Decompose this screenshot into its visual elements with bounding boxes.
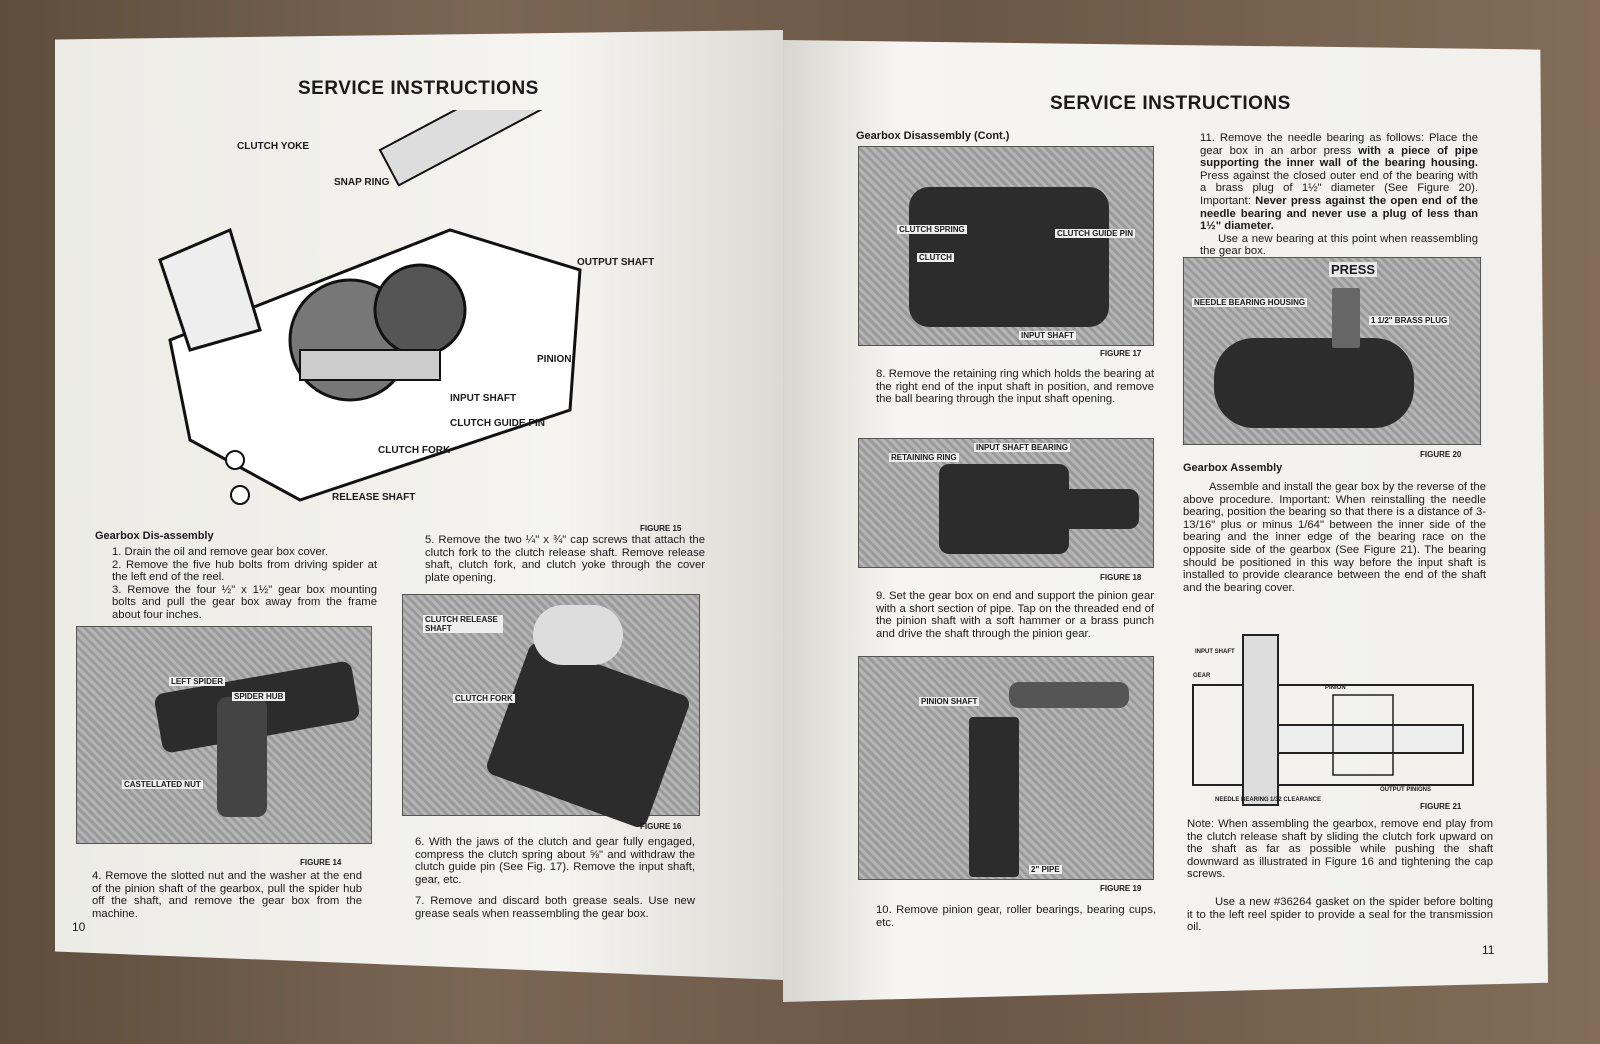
figure-15-caption: FIGURE 15 — [640, 524, 682, 533]
label-output-pinions: OUTPUT PINIONS — [1380, 787, 1432, 793]
section-heading-cont: Gearbox Disassembly (Cont.) — [856, 130, 1010, 142]
step-11: 11. Remove the needle bearing as follows… — [1200, 132, 1478, 258]
label-pinion: PINION — [537, 354, 572, 365]
label-clutch-guide-pin: CLUTCH GUIDE PIN — [450, 418, 545, 429]
steps-1-3: 1. Drain the oil and remove gear box cov… — [112, 546, 377, 622]
label-retaining-ring: RETAINING RING — [889, 453, 959, 462]
label-input-shaft: INPUT SHAFT — [1019, 331, 1076, 340]
label-gear: GEAR — [1193, 673, 1211, 679]
assembly-paragraph: Assemble and install the gear box by the… — [1183, 481, 1486, 594]
figure-18-caption: FIGURE 18 — [1100, 573, 1142, 582]
label-clutch-release-shaft: CLUTCH RELEASE SHAFT — [423, 615, 503, 633]
label-clearance: 1/32 CLEARANCE — [1270, 797, 1322, 803]
figure-20-photo: PRESS NEEDLE BEARING HOUSING 1 1/2" BRAS… — [1183, 257, 1481, 445]
section-heading: Gearbox Dis-assembly — [95, 530, 214, 542]
figure-17-caption: FIGURE 17 — [1100, 349, 1142, 358]
page-number-right: 11 — [1482, 943, 1495, 957]
gearbox-cutaway-illustration — [158, 0, 692, 505]
page-title: SERVICE INSTRUCTIONS — [298, 78, 539, 99]
step-5: 5. Remove the two ¼" x ¾" cap screws tha… — [425, 534, 705, 584]
figure-14-photo: LEFT SPIDER SPIDER HUB CASTELLATED NUT — [76, 626, 372, 844]
figure-16-caption: FIGURE 16 — [640, 822, 682, 831]
figure-15-gearbox-diagram — [150, 0, 710, 520]
step-8: 8. Remove the retaining ring which holds… — [876, 368, 1154, 406]
step-11-text-2: Press against the closed outer end of th… — [1200, 169, 1478, 207]
label-pinion-shaft: PINION SHAFT — [919, 697, 980, 706]
label-clutch-fork: CLUTCH FORK — [453, 694, 515, 703]
page-number: 10 — [72, 920, 86, 934]
figure-16-photo: CLUTCH RELEASE SHAFT CLUTCH FORK — [402, 594, 700, 830]
step-4: 4. Remove the slotted nut and the washer… — [92, 870, 362, 920]
label-input-shaft-bearing: INPUT SHAFT BEARING — [974, 443, 1070, 452]
label-left-spider: LEFT SPIDER — [169, 677, 226, 686]
label-pinion: PINION — [1325, 685, 1346, 691]
label-output-shaft: OUTPUT SHAFT — [577, 257, 655, 268]
gearbox-section-drawing — [1192, 634, 1474, 806]
label-needle-bearing: NEEDLE BEARING — [1215, 797, 1269, 803]
label-input-shaft: INPUT SHAFT — [1195, 649, 1235, 655]
figure-19-photo: PINION SHAFT 2" PIPE — [858, 656, 1154, 880]
label-clutch-yoke: CLUTCH YOKE — [237, 141, 310, 152]
step-10: 10. Remove pinion gear, roller bearings,… — [876, 904, 1156, 929]
gasket-paragraph: Use a new #36264 gasket on the spider be… — [1187, 896, 1493, 934]
label-clutch-spring: CLUTCH SPRING — [897, 225, 967, 234]
label-spider-hub: SPIDER HUB — [232, 692, 286, 701]
figure-19-caption: FIGURE 19 — [1100, 884, 1142, 893]
label-snap-ring: SNAP RING — [334, 177, 390, 188]
figure-21-diagram: INPUT SHAFT GEAR PINION NEEDLE BEARING 1… — [1183, 615, 1483, 810]
label-release-shaft: RELEASE SHAFT — [332, 492, 416, 503]
step-2: 2. Remove the five hub bolts from drivin… — [112, 558, 377, 584]
step-1: 1. Drain the oil and remove gear box cov… — [112, 546, 329, 558]
label-clutch: CLUTCH — [917, 253, 954, 262]
note-paragraph: Note: When assembling the gearbox, remov… — [1187, 818, 1493, 881]
step-9: 9. Set the gear box on end and support t… — [876, 590, 1154, 640]
step-11-note: Use a new bearing at this point when rea… — [1200, 232, 1478, 258]
label-2in-pipe: 2" PIPE — [1029, 865, 1062, 874]
step-11-bold: with a piece of pipe supporting the inne… — [1200, 144, 1478, 170]
label-brass-plug: 1 1/2" BRASS PLUG — [1369, 316, 1450, 325]
step-11-text: 11. Remove the needle bearing as follows… — [1200, 132, 1478, 157]
label-clutch-fork: CLUTCH FORK — [378, 445, 451, 456]
figure-21-caption: FIGURE 21 — [1420, 802, 1462, 811]
section-heading-assembly: Gearbox Assembly — [1183, 462, 1283, 474]
step-3: 3. Remove the four ½" x 1½" gear box mou… — [112, 583, 377, 621]
label-clutch-guide-pin: CLUTCH GUIDE PIN — [1055, 229, 1135, 238]
figure-18-photo: RETAINING RING INPUT SHAFT BEARING — [858, 438, 1154, 568]
label-input-shaft: INPUT SHAFT — [450, 393, 517, 404]
step-11-warning: Never press against the open end of the … — [1200, 194, 1478, 233]
step-6: 6. With the jaws of the clutch and gear … — [415, 836, 695, 886]
label-needle-bearing-housing: NEEDLE BEARING HOUSING — [1192, 298, 1308, 307]
label-press: PRESS — [1329, 262, 1378, 277]
label-castellated-nut: CASTELLATED NUT — [122, 780, 203, 789]
figure-14-caption: FIGURE 14 — [300, 858, 342, 867]
step-7: 7. Remove and discard both grease seals.… — [415, 895, 695, 920]
page-title-right: SERVICE INSTRUCTIONS — [1050, 93, 1291, 114]
figure-17-photo: CLUTCH SPRING CLUTCH CLUTCH GUIDE PIN IN… — [858, 146, 1154, 346]
figure-20-caption: FIGURE 20 — [1420, 450, 1462, 459]
